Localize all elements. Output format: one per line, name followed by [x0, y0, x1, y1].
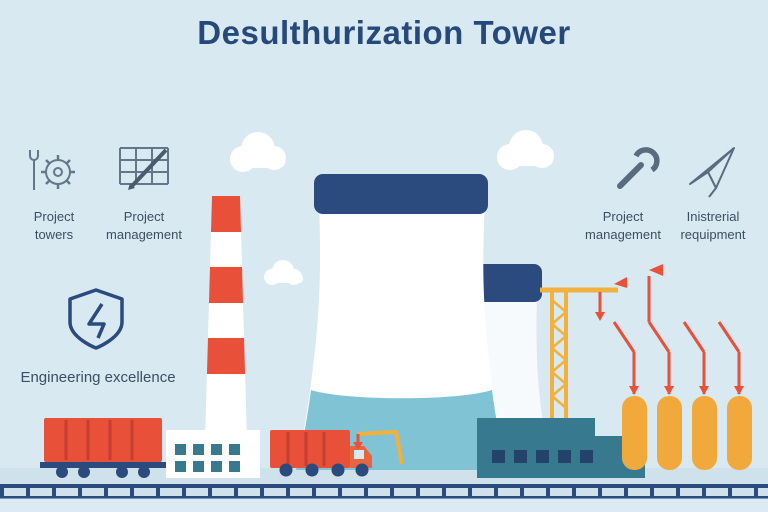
label-engineering-excellence: Engineering excellence: [20, 369, 176, 386]
shield-icon: [68, 288, 124, 350]
red-piping-arrows: [629, 264, 744, 395]
label-project-management-left: Project management: [106, 209, 182, 242]
label-project-management-right: Project management: [585, 209, 661, 242]
container-truck: [270, 430, 372, 477]
gear-tools-icon: [29, 150, 75, 190]
grid-pencil-icon: [119, 147, 169, 190]
mini-crane: [353, 429, 404, 465]
factory-building-teal: [477, 418, 645, 478]
railroad-track: [0, 484, 768, 499]
white-warehouse: [166, 430, 260, 478]
wrench-icon: [617, 147, 660, 189]
crane-hook-icon: [595, 312, 605, 321]
paper-plane-icon: [689, 147, 735, 198]
red-piping: [612, 276, 741, 394]
crane-flag-icon: [614, 277, 627, 288]
label-industrial-equipment: Inistrerial requipment: [680, 209, 746, 242]
cloud-icon: [264, 260, 303, 285]
process-vessels: [622, 396, 752, 470]
label-project-towers: Project towers: [33, 209, 75, 242]
page-title: Desulthurization Tower: [197, 14, 571, 51]
freight-container-car: [40, 418, 166, 478]
tower-crane: [540, 287, 618, 432]
cloud-icon: [497, 130, 554, 170]
striped-chimney: [205, 196, 247, 442]
cooling-tower-large: [296, 174, 508, 470]
cloud-icon: [230, 132, 286, 172]
